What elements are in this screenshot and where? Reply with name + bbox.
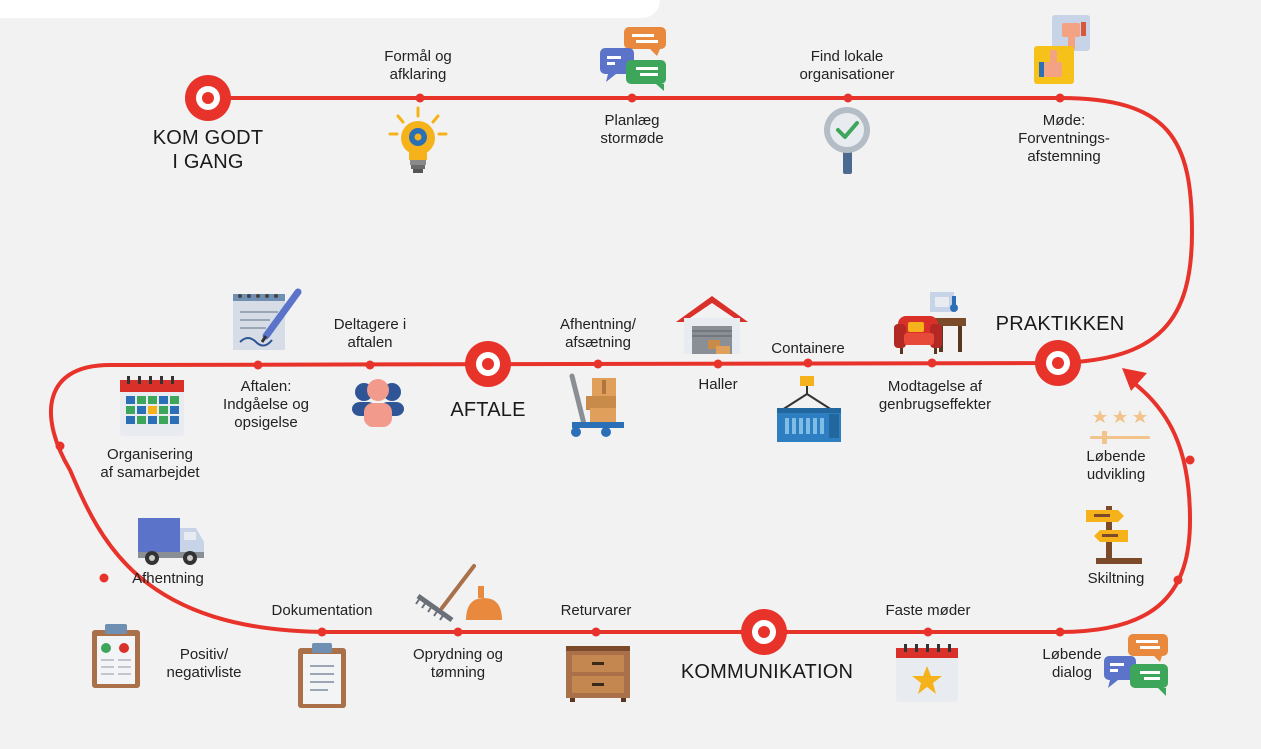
magnifier-check-icon: [824, 107, 870, 174]
chat-bubbles-icon: [1104, 634, 1168, 696]
step-afhentning-afsaetning: Afhentning/ afsætning: [560, 316, 636, 351]
step-oprydning: Oprydning og tømning: [412, 646, 504, 681]
step-planlaeg: Planlæg stormøde: [600, 112, 664, 147]
thumbs-up-down-icon: [1034, 15, 1090, 84]
truck-icon: [138, 518, 204, 565]
hand-trolley-icon: [569, 373, 624, 437]
rake-dustpan-icon: [415, 564, 502, 623]
step-dot: [923, 627, 933, 637]
milestone-aftale: AFTALE: [450, 399, 526, 421]
lightbulb-gear-icon: [388, 106, 448, 173]
step-dot: [1055, 93, 1065, 103]
step-skiltning: Skiltning: [1087, 570, 1145, 587]
step-returvarer: Returvarer: [560, 602, 632, 619]
step-dot: [365, 360, 375, 370]
calendar-grid-icon: [120, 376, 184, 436]
track-arrowhead: [1122, 368, 1147, 391]
warehouse-icon: [676, 296, 748, 354]
drawer-cabinet-icon: [566, 646, 630, 702]
step-loebende-dialog: Løbende dialog: [1042, 646, 1102, 681]
step-dot: [627, 93, 637, 103]
step-find-lokale: Find lokale organisationer: [799, 48, 895, 83]
step-afhentning: Afhentning: [132, 570, 204, 587]
step-dot: [99, 573, 109, 583]
chat-bubbles-icon: [600, 27, 666, 91]
milestone-target-start: [185, 75, 231, 121]
step-moede: Møde: Forventnings- afstemning: [1018, 112, 1110, 165]
step-haller: Haller: [698, 376, 738, 393]
step-dot: [803, 358, 813, 368]
milestone-target-praktik: [1035, 340, 1081, 386]
shipping-container-icon: [777, 376, 841, 442]
milestone-kommunikation: KOMMUNIKATION: [680, 661, 854, 683]
milestone-kom-godt-i-gang: KOM GODT I GANG: [152, 127, 264, 173]
milestone-target-aftale: [465, 341, 511, 387]
step-dot: [415, 93, 425, 103]
step-modtagelse: Modtagelse af genbrugseffekter: [878, 378, 992, 413]
header-tab: [0, 0, 660, 18]
armchair-icon: [894, 292, 966, 354]
people-group-icon: [352, 379, 404, 427]
step-aftalen: Aftalen: Indgåelse og opsigelse: [223, 378, 309, 431]
step-deltagere: Deltagere i aftalen: [333, 316, 407, 351]
signpost-icon: [1086, 506, 1142, 564]
step-loebende-udvikling: Løbende udvikling: [1086, 448, 1146, 483]
step-dot: [843, 93, 853, 103]
step-dot: [713, 359, 723, 369]
track-dots: [55, 93, 1195, 637]
stars-slider-icon: [1090, 410, 1150, 444]
step-dot: [591, 627, 601, 637]
document-clipboard-icon: [298, 643, 346, 708]
notepad-pen-icon: [233, 288, 302, 350]
calendar-star-icon: [896, 644, 958, 702]
milestone-target-kommunikation: [741, 609, 787, 655]
step-dot: [1055, 627, 1065, 637]
step-dot: [593, 359, 603, 369]
step-dot: [927, 358, 937, 368]
step-positiv-negativliste: Positiv/ negativliste: [166, 646, 242, 681]
step-organisering: Organisering af samarbejdet: [100, 446, 200, 481]
step-formaal: Formål og afklaring: [384, 48, 452, 83]
step-dot: [1173, 575, 1183, 585]
roadmap-track: [49, 96, 1195, 634]
step-dot: [253, 360, 263, 370]
step-dot: [453, 627, 463, 637]
checklist-clipboard-icon: [92, 624, 140, 688]
step-containere: Containere: [771, 340, 845, 357]
step-dot: [55, 441, 65, 451]
milestone-praktikken: PRAKTIKKEN: [995, 313, 1125, 335]
step-dot: [1185, 455, 1195, 465]
step-faste-moeder: Faste møder: [885, 602, 971, 619]
step-dot: [317, 627, 327, 637]
step-dokumentation: Dokumentation: [271, 602, 373, 619]
